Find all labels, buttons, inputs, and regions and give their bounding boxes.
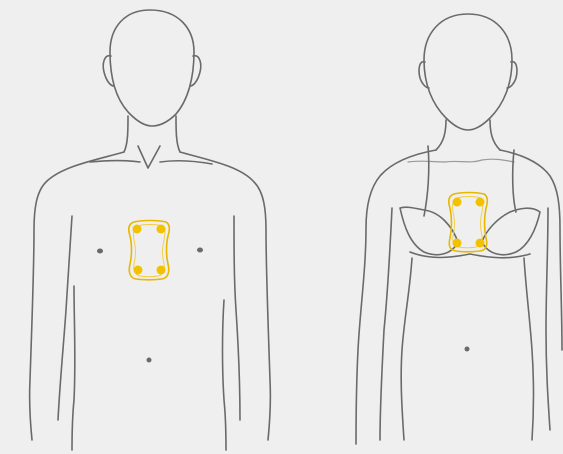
female-right-shoulder (500, 150, 562, 350)
male-electrode-top-left (133, 225, 142, 234)
male-right-nipple (197, 248, 203, 253)
female-left-strap (424, 146, 429, 216)
female-figure (356, 14, 562, 444)
male-electrode-top-right (157, 225, 166, 234)
female-ecg-patch (449, 193, 488, 252)
female-left-arm-inner (380, 208, 392, 440)
male-navel (147, 358, 152, 363)
male-throat (138, 146, 160, 168)
female-neck-left (436, 120, 446, 150)
male-right-shoulder (180, 152, 270, 440)
male-neck-right (176, 116, 180, 152)
female-right-strap (513, 150, 516, 212)
female-right-cup (482, 208, 540, 255)
male-figure (30, 10, 271, 450)
female-right-arm-inner (546, 208, 550, 430)
female-head (424, 14, 512, 130)
male-left-arm-inner (58, 216, 72, 420)
female-electrode-bottom-right (476, 239, 485, 248)
male-right-arm-inner (234, 216, 240, 420)
male-left-shoulder (30, 152, 124, 440)
male-electrode-bottom-left (134, 266, 143, 275)
male-right-flank (223, 300, 227, 450)
female-right-waist (524, 258, 534, 440)
male-neck-left (124, 116, 128, 152)
female-left-cup (400, 207, 458, 255)
male-electrode-bottom-right (157, 266, 166, 275)
female-navel (465, 347, 470, 352)
male-head (110, 10, 194, 126)
female-left-waist (401, 258, 412, 440)
female-neck-right (490, 120, 500, 150)
female-electrode-top-right (476, 198, 485, 207)
female-left-shoulder (356, 150, 436, 444)
male-ecg-patch (129, 221, 170, 280)
male-left-nipple (97, 249, 103, 254)
female-collarbone (408, 159, 514, 162)
female-electrode-top-left (453, 198, 462, 207)
male-left-flank (72, 286, 75, 450)
female-electrode-bottom-left (453, 239, 462, 248)
